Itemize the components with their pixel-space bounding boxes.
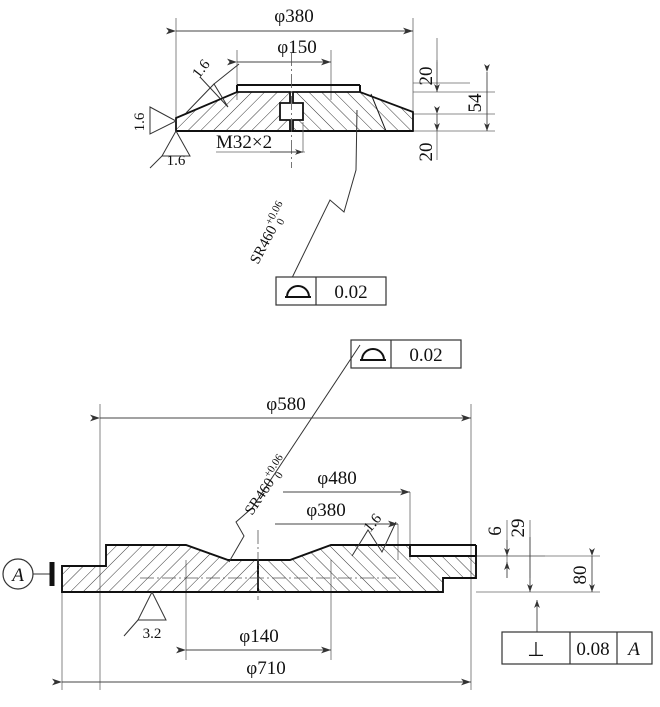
fcf-perp-tolerance: 0.08 — [576, 639, 609, 660]
dimension-label-dia710: φ710 — [246, 658, 285, 679]
upper-view: φ380 φ150 20 54 20 — [132, 6, 495, 306]
fcf-profile-upper: 0.02 — [275, 276, 387, 306]
dimension-h80: 80 — [570, 548, 595, 592]
dimension-label-dia140: φ140 — [239, 626, 278, 647]
dimension-h6: 6 — [485, 526, 510, 578]
dimension-label-dia380-lower: φ380 — [306, 500, 345, 521]
perpendicularity-icon: ⊥ — [527, 639, 544, 661]
thread-note-m32: M32×2 — [216, 122, 305, 155]
lower-part-body — [61, 544, 477, 593]
dimension-dia140: φ140 — [176, 626, 331, 654]
dimension-label-h29: 29 — [508, 519, 529, 538]
surface-finish-bottom: 1.6 — [149, 129, 191, 169]
dimension-dia580: φ580 — [90, 394, 471, 422]
dimension-label-dia380: φ380 — [274, 6, 313, 27]
fcf-profile-lower: 0.02 — [350, 339, 462, 369]
dimension-h29: 29 — [508, 519, 533, 592]
surface-finish-label-1: 1.6 — [190, 56, 214, 81]
dimension-label-h80: 80 — [570, 566, 591, 585]
fcf-perp-datum: A — [626, 639, 640, 660]
dimension-h54: 54 — [465, 64, 490, 131]
dimension-label-dia580: φ580 — [266, 394, 305, 415]
dimension-dia710: φ710 — [52, 580, 471, 690]
surface-finish-left-edge: 1.6 — [132, 106, 178, 135]
surface-finish-3-2: 3.2 — [123, 590, 167, 642]
dimension-label-h20-upper: 20 — [416, 67, 437, 86]
dimension-dia380: φ380 — [166, 6, 413, 35]
profile-of-surface-icon — [285, 285, 311, 298]
dimension-dia150: φ150 — [227, 37, 331, 66]
sr460-leader-lower: SR460+0.060 — [228, 344, 361, 563]
dimension-label-dia150: φ150 — [277, 37, 316, 58]
lower-view: 0.02 φ580 φ480 φ380 — [2, 339, 653, 690]
upper-part-body — [175, 84, 414, 132]
sr460-label-lower: SR460+0.060 — [239, 452, 295, 520]
lower-section-right — [257, 544, 477, 593]
upper-section-left — [175, 91, 291, 132]
datum-a-label: A — [10, 565, 24, 586]
thread-label: M32×2 — [216, 132, 272, 153]
dimension-label-h20-lower: 20 — [416, 143, 437, 162]
dimension-label-dia480: φ480 — [317, 468, 356, 489]
sr460-label-upper: SR460+0.060 — [244, 198, 295, 267]
surface-finish-label-2: 1.6 — [132, 112, 148, 131]
dimension-h20-lower: 20 — [416, 106, 440, 162]
upper-section-right — [292, 91, 414, 132]
dimension-label-h54: 54 — [465, 93, 486, 113]
dimension-dia380-lower: φ380 — [275, 500, 398, 528]
surface-finish-label-3-2: 3.2 — [143, 626, 162, 642]
fcf-tolerance-lower: 0.02 — [409, 345, 442, 366]
profile-of-surface-icon-lower — [360, 348, 386, 361]
dimension-label-h6: 6 — [485, 526, 506, 536]
dimension-dia480: φ480 — [283, 468, 410, 496]
datum-a: A — [2, 558, 55, 590]
surface-finish-label-lower: 1.6 — [361, 511, 386, 536]
fcf-tolerance-upper: 0.02 — [334, 282, 367, 303]
dimension-h20-upper: 20 — [416, 38, 440, 92]
surface-finish-label-3: 1.6 — [167, 153, 186, 169]
fcf-perpendicularity: ⊥ 0.08 A — [501, 600, 653, 665]
lower-section-left — [61, 544, 259, 593]
